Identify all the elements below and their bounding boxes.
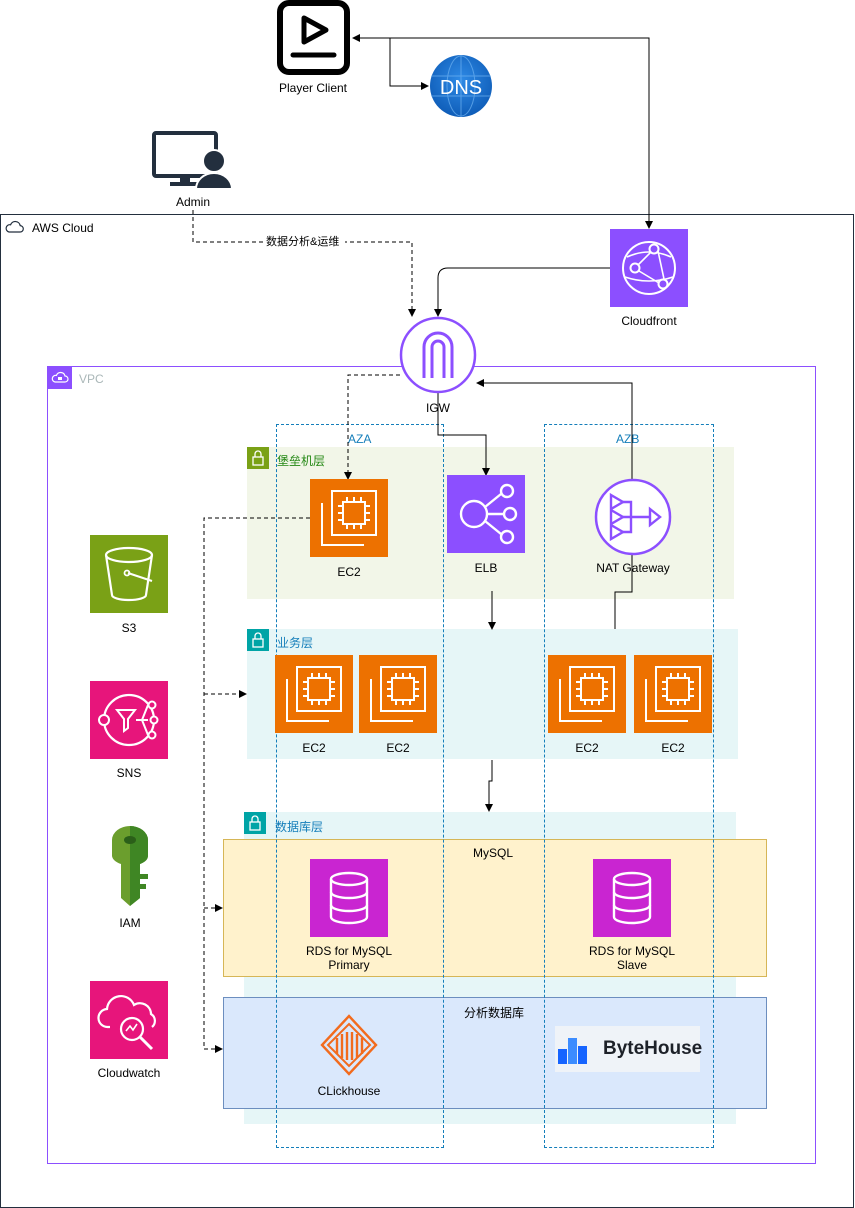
edge-player-dns <box>389 38 429 90</box>
igw-icon <box>399 316 477 394</box>
edge-bastion-fanout <box>203 517 310 1049</box>
rds-primary-icon <box>310 859 388 937</box>
clickhouse-icon <box>318 1014 380 1076</box>
business-layer-title: 业务层 <box>277 636 314 650</box>
admin-icon <box>152 131 234 191</box>
edge-igw-bastion <box>344 374 400 480</box>
edge-business-nat <box>476 379 633 629</box>
ec2-bastion-icon <box>310 479 388 557</box>
lock-icon <box>244 812 266 834</box>
edge-admin-igw <box>192 210 416 317</box>
clickhouse-label: CLickhouse <box>317 1084 381 1098</box>
edge-igw-elb <box>437 393 490 476</box>
ec2-business-label-3: EC2 <box>575 741 599 755</box>
vpc-icon <box>48 367 72 389</box>
analytics-db-title: 分析数据库 <box>464 1006 525 1020</box>
player-client-icon <box>276 0 351 75</box>
s3-icon <box>90 535 168 613</box>
ec2-business-label-2: EC2 <box>386 741 410 755</box>
elb-icon <box>447 475 525 553</box>
aza-title: AZA <box>348 432 372 446</box>
edge-admin-label: 数据分析&运维 <box>266 236 340 248</box>
azb-group <box>544 424 714 1148</box>
ec2-business-label-4: EC2 <box>661 741 685 755</box>
lock-icon <box>247 629 269 651</box>
ec2-business-icon-3 <box>548 655 626 733</box>
cloudwatch-label: Cloudwatch <box>97 1066 161 1080</box>
player-client-label: Player Client <box>278 81 348 95</box>
admin-label: Admin <box>175 195 210 209</box>
rds-slave-label: RDS for MySQL Slave <box>588 944 675 972</box>
bytehouse-logo: ByteHouse <box>555 1026 703 1072</box>
edge-business-database <box>485 760 493 812</box>
vpc-title: VPC <box>79 372 104 386</box>
dns-text: DNS <box>440 77 482 99</box>
edge-player-cloudfront <box>352 34 653 229</box>
ec2-bastion-label: EC2 <box>337 565 361 579</box>
bytehouse-text: ByteHouse <box>603 1038 703 1059</box>
aws-cloud-title: AWS Cloud <box>32 221 94 235</box>
elb-label: ELB <box>474 561 498 575</box>
s3-label: S3 <box>121 621 137 635</box>
ec2-business-label-1: EC2 <box>302 741 326 755</box>
cloudfront-label: Cloudfront <box>621 314 677 328</box>
edge-label-bg <box>265 234 345 250</box>
sns-label: SNS <box>116 766 142 780</box>
ec2-business-icon-2 <box>359 655 437 733</box>
lock-icon <box>247 447 269 469</box>
iam-icon <box>108 826 152 908</box>
rds-slave-icon <box>593 859 671 937</box>
azb-title: AZB <box>616 432 640 446</box>
rds-primary-label: RDS for MySQL Primary <box>305 944 392 972</box>
aza-group <box>276 424 444 1148</box>
sns-icon <box>90 681 168 759</box>
igw-label: IGW <box>426 401 450 415</box>
mysql-title: MySQL <box>473 846 514 860</box>
nat-gateway-label: NAT Gateway <box>596 561 670 575</box>
ec2-business-icon-1 <box>275 655 353 733</box>
bastion-layer-title: 堡垒机层 <box>277 454 326 468</box>
nat-gateway-icon <box>594 478 672 556</box>
database-layer-title: 数据库层 <box>275 820 324 834</box>
dns-icon: DNS <box>429 54 493 118</box>
cloudwatch-icon <box>90 981 168 1059</box>
edge-cloudfront-igw <box>434 267 610 317</box>
cloudfront-icon <box>610 229 688 307</box>
iam-label: IAM <box>119 916 141 930</box>
aws-cloud-icon <box>4 219 24 235</box>
ec2-business-icon-4 <box>634 655 712 733</box>
